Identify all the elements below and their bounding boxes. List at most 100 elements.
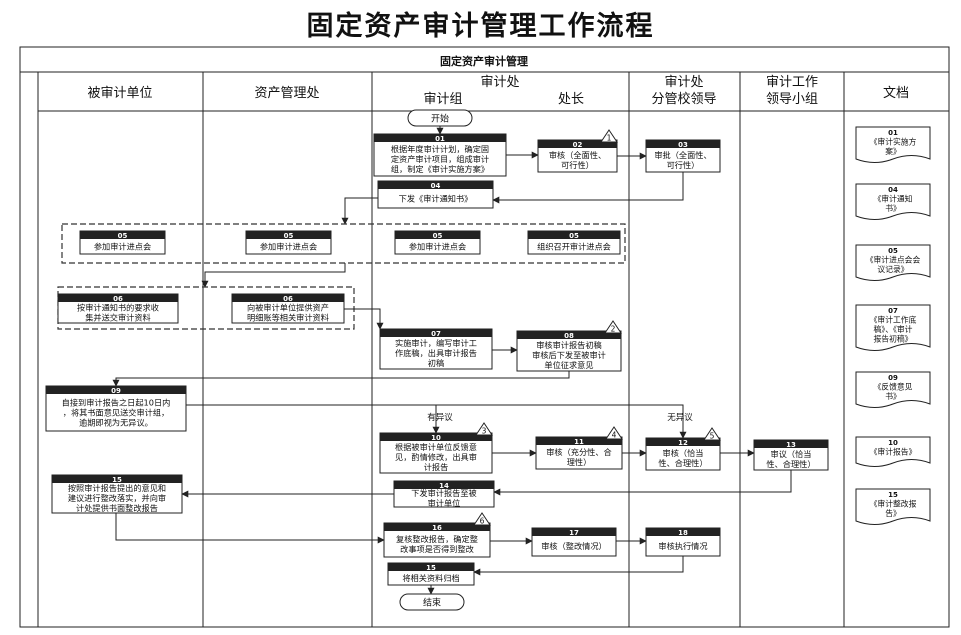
risk-badge-triangle xyxy=(473,512,491,526)
flow-arrow xyxy=(473,556,684,576)
process-header-bar xyxy=(646,528,720,536)
flow-arrow xyxy=(492,172,684,204)
flow-arrow xyxy=(201,263,346,288)
process-header-bar xyxy=(517,331,621,339)
document-shape xyxy=(855,304,931,351)
process-number: 07 xyxy=(431,330,441,338)
process-header-bar xyxy=(528,231,620,239)
process-text: 初稿 xyxy=(428,358,444,368)
terminal-shape xyxy=(407,109,473,127)
document-number: 15 xyxy=(888,491,898,499)
document-shape xyxy=(855,371,931,408)
document-text: 《审计进点会会 xyxy=(866,255,921,265)
process-text: 将相关资料归档 xyxy=(402,573,459,583)
process-text: 审计单位 xyxy=(428,498,461,508)
flow-arrow xyxy=(186,404,440,434)
risk-badge-triangle xyxy=(475,422,493,436)
process-number: 13 xyxy=(786,441,796,449)
process-text: 参加审计进点会 xyxy=(260,242,317,252)
document-list: 01《审计实施方案》04《审计通知书》05《审计进点会会议记录》07《审计工作底… xyxy=(855,126,931,525)
risk-badge-triangle xyxy=(703,427,721,441)
process-header-bar xyxy=(52,475,182,483)
lane-header-asset-dept: 资产管理处 xyxy=(254,86,319,101)
process-text: 实施审计，编写审计工 xyxy=(395,338,477,348)
flow-edges: 有异议无异议 xyxy=(112,126,792,595)
process-header-bar xyxy=(378,181,493,189)
document-text: 议记录》 xyxy=(877,265,908,274)
process-text: 审核（充分性、合 xyxy=(546,447,612,457)
process-header-bar xyxy=(646,140,720,148)
process-text: 审核审计报告初稿 xyxy=(536,340,602,350)
process-number: 05 xyxy=(569,232,579,240)
process-number: 09 xyxy=(111,387,121,395)
process-text: 计报告 xyxy=(424,462,449,472)
process-text: 审核（整改情况） xyxy=(541,541,607,551)
process-number: 14 xyxy=(439,482,449,490)
flow-arrow xyxy=(493,470,792,496)
process-text: 按审计通知书的要求收 xyxy=(77,303,159,313)
lane-header-group-line1: 审计工作 xyxy=(766,75,818,90)
document-number: 01 xyxy=(888,129,898,137)
flow-nodes: 01根据年度审计计划，确定固定资产审计项目，组成审计组，制定《审计实施方案》02… xyxy=(45,109,829,611)
process-header-bar xyxy=(388,563,474,571)
process-header-bar xyxy=(646,438,720,446)
process-text: 根据年度审计计划，确定固 xyxy=(391,144,489,154)
risk-badge-number: 3 xyxy=(482,427,487,436)
process-header-bar xyxy=(395,231,480,239)
flow-arrow xyxy=(186,404,687,439)
process-text: 审核（恰当 xyxy=(663,448,704,458)
document-shape xyxy=(855,488,931,525)
process-text: 自接到审计报告之日起10日内 xyxy=(62,398,171,408)
edge-label-no-objection: 无异议 xyxy=(667,413,693,423)
process-text: 可行性） xyxy=(561,160,594,170)
process-header-bar xyxy=(538,140,617,148)
document-text: 《审计通知 xyxy=(874,194,913,204)
document-shape xyxy=(855,183,931,220)
document-number: 05 xyxy=(888,247,898,255)
terminal-label: 开始 xyxy=(431,113,449,125)
lane-header-group-line2: 领导小组 xyxy=(766,92,818,107)
process-text: 参加审计进点会 xyxy=(94,242,151,252)
document-text: 《审计报告》 xyxy=(870,447,917,457)
process-number: 12 xyxy=(678,439,688,447)
document-10: 10《审计报告》 xyxy=(855,436,931,467)
document-text: 书》 xyxy=(885,203,901,213)
process-text: 参加审计进点会 xyxy=(409,242,466,252)
process-text: 审核（全面性、 xyxy=(549,150,606,160)
document-text: 《审计工作底 xyxy=(870,315,917,325)
risk-badge-triangle xyxy=(604,320,622,334)
risk-badge-triangle xyxy=(605,426,623,440)
process-text: 向被审计单位提供资产 xyxy=(247,303,329,313)
process-header-bar xyxy=(532,528,616,536)
banner-label: 固定资产审计管理 xyxy=(440,54,528,68)
process-text: 下发审计报告至被 xyxy=(411,488,477,498)
process-number: 18 xyxy=(678,529,688,537)
risk-badge-triangle xyxy=(600,129,618,143)
risk-badge-number: 1 xyxy=(607,134,612,143)
terminal-shape xyxy=(399,593,465,611)
process-text: 逾期即视为无异议。 xyxy=(79,418,153,428)
document-text: 《反馈意见 xyxy=(874,382,913,392)
lane-header-auditee: 被审计单位 xyxy=(87,86,152,101)
process-number: 06 xyxy=(113,295,123,303)
flow-arrow xyxy=(115,513,385,544)
process-text: 作底稿，出具审计报告 xyxy=(395,348,477,358)
process-number: 04 xyxy=(431,182,441,190)
lane-header-vp-line2: 分管校领导 xyxy=(651,91,716,107)
process-number: 05 xyxy=(118,232,128,240)
process-number: 10 xyxy=(431,434,441,442)
